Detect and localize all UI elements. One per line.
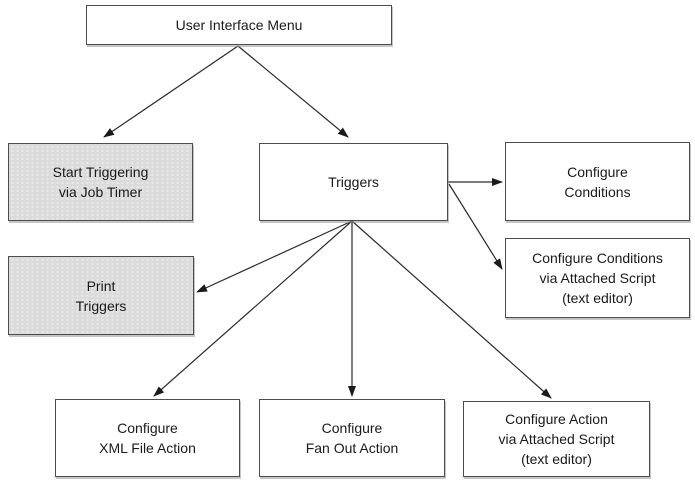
arrow-triggers-to-print-triggers [196, 220, 353, 293]
arrow-uim-to-triggers [237, 45, 349, 138]
node-user-interface-menu: User Interface Menu [86, 5, 392, 45]
node-configure-xml-label: Configure XML File Action [99, 420, 196, 456]
node-configure-fan-out-label: Configure Fan Out Action [305, 420, 399, 456]
node-configure-conditions: Configure Conditions [505, 142, 690, 221]
node-triggers-label: Triggers [328, 174, 379, 190]
node-print-triggers-label: Print Triggers [75, 277, 127, 314]
node-configure-action-script-label: Configure Action via Attached Script (te… [498, 411, 615, 467]
node-configure-xml-file-action: Configure XML File Action [55, 399, 240, 477]
node-triggers: Triggers [259, 143, 448, 221]
node-configure-action-via-attached-script: Configure Action via Attached Script (te… [463, 401, 650, 477]
node-configure-fan-out-action: Configure Fan Out Action [259, 399, 445, 477]
node-print-triggers: Print Triggers [8, 256, 194, 335]
node-configure-conditions-label: Configure Conditions [564, 163, 631, 200]
node-start-triggering-label: Start Triggering via Job Timer [52, 164, 149, 200]
node-user-interface-menu-label: User Interface Menu [175, 17, 303, 33]
node-configure-conditions-script-label: Configure Conditions via Attached Script… [532, 250, 663, 306]
node-configure-conditions-via-attached-script: Configure Conditions via Attached Script… [505, 238, 690, 318]
arrow-uim-to-start-triggering [103, 45, 239, 138]
arrow-triggers-to-configure-conditions-script [448, 183, 503, 270]
node-start-triggering-via-job-timer: Start Triggering via Job Timer [8, 143, 193, 221]
